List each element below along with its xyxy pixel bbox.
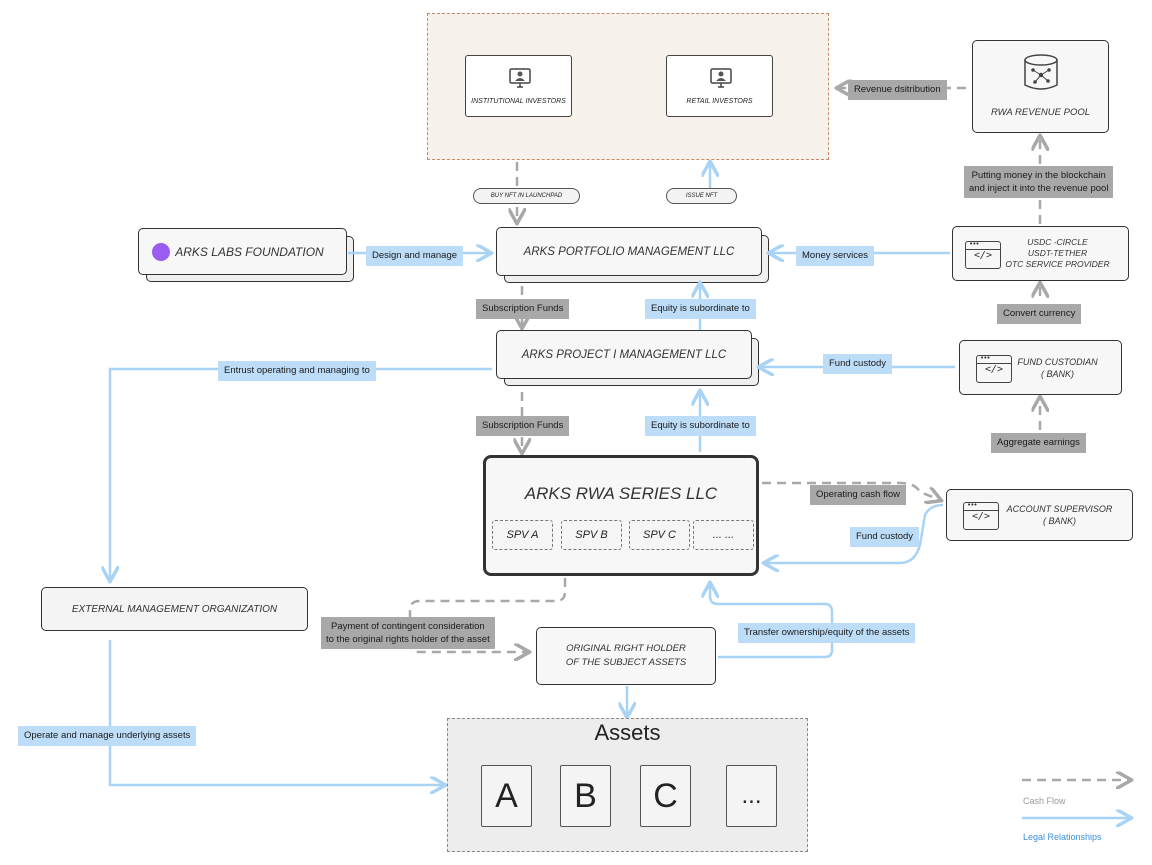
otc-line-1: USDC -CIRCLE — [1027, 237, 1088, 247]
legend-legal: Legal Relationships — [1023, 832, 1102, 842]
project-label: ARKS PROJECT I MANAGEMENT LLC — [521, 348, 727, 361]
buy-nft-tag: BUY NFT IN LAUNCHPAD — [473, 188, 580, 204]
assets-title: Assets — [594, 720, 661, 745]
money-services-label: Money services — [796, 246, 874, 266]
database-network-icon — [1024, 54, 1058, 90]
putting-money-line-2: and inject it into the revenue pool — [969, 183, 1109, 194]
code-window-icon: </> — [976, 354, 1012, 383]
payment-label: Payment of contingent consideration to t… — [321, 617, 495, 649]
monitor-user-icon — [509, 68, 531, 88]
original-line-2: OF THE SUBJECT ASSETS — [565, 657, 687, 668]
putting-money-line-1: Putting money in the blockchain — [971, 170, 1106, 181]
monitor-user-icon — [710, 68, 732, 88]
asset-c: C — [640, 765, 691, 827]
fund-custody-label-1: Fund custody — [823, 354, 893, 374]
fund-custody-label-2: Fund custody — [850, 527, 920, 547]
account-supervisor-node: </> ACCOUNT SUPERVISOR ( BANK) — [946, 489, 1133, 541]
arks-portfolio-management-node: ARKS PORTFOLIO MANAGEMENT LLC — [496, 227, 769, 283]
code-window-icon: </> — [965, 240, 1001, 269]
asset-a: A — [481, 765, 532, 827]
equity-subordinate-label-2: Equity is subordinate to — [645, 416, 756, 436]
spv-more: ... ... — [693, 520, 754, 550]
transfer-label: Transfer ownership/equity of the assets — [738, 623, 916, 643]
subscription-funds-label-1: Subscription Funds — [476, 299, 570, 319]
fund-custodian-node: </> FUND CUSTODIAN ( BANK) — [959, 340, 1122, 395]
spv-c: SPV C — [629, 520, 690, 550]
otc-service-provider-node: </> USDC -CIRCLE USDT-TETHER OTC SERVICE… — [952, 226, 1129, 281]
arks-project-management-node: ARKS PROJECT I MANAGEMENT LLC — [496, 330, 759, 386]
equity-subordinate-label-1: Equity is subordinate to — [645, 299, 756, 319]
supervisor-line-1: ACCOUNT SUPERVISOR — [1006, 504, 1113, 514]
foundation-dot — [152, 243, 170, 261]
series-label: ARKS RWA SERIES LLC — [524, 484, 718, 503]
arks-labs-foundation-node: ARKS LABS FOUNDATION — [138, 228, 354, 282]
aggregate-earnings-label: Aggregate earnings — [991, 433, 1086, 453]
otc-line-2: USDT-TETHER — [1027, 248, 1088, 258]
asset-b: B — [560, 765, 611, 827]
custodian-line-1: FUND CUSTODIAN — [1017, 356, 1098, 367]
rwa-revenue-pool-node: RWA REVENUE POOL — [972, 40, 1109, 133]
operate-manage-label: Operate and manage underlying assets — [18, 726, 197, 746]
payment-line-1: Payment of contingent consideration — [331, 621, 485, 632]
convert-currency-label: Convert currency — [997, 304, 1082, 324]
spv-a: SPV A — [492, 520, 553, 550]
retail-investors-label: RETAIL INVESTORS — [686, 98, 753, 105]
design-manage-label: Design and manage — [366, 246, 464, 266]
subscription-funds-label-2: Subscription Funds — [476, 416, 570, 436]
otc-line-3: OTC SERVICE PROVIDER — [1005, 259, 1110, 269]
spv-b: SPV B — [561, 520, 622, 550]
foundation-label: ARKS LABS FOUNDATION — [175, 244, 324, 259]
supervisor-line-2: ( BANK) — [1042, 516, 1076, 526]
institutional-investors-label: INSTITUTIONAL INVESTORS — [471, 98, 566, 105]
putting-money-label: Putting money in the blockchain and inje… — [964, 166, 1114, 198]
custodian-line-2: ( BANK) — [1040, 368, 1074, 379]
arks-rwa-series-node: ARKS RWA SERIES LLC — [483, 455, 759, 576]
code-window-icon: </> — [963, 501, 999, 530]
retail-investors-node: RETAIL INVESTORS — [666, 55, 773, 117]
legend-cash-flow: Cash Flow — [1023, 796, 1066, 806]
asset-more: ... — [726, 765, 777, 827]
portfolio-label: ARKS PORTFOLIO MANAGEMENT LLC — [523, 245, 735, 258]
original-right-holder-node: ORIGINAL RIGHT HOLDER OF THE SUBJECT ASS… — [536, 627, 716, 685]
revenue-distribution-label: Revenue dsitribution — [848, 80, 947, 100]
buy-nft-label: BUY NFT IN LAUNCHPAD — [490, 193, 563, 199]
payment-line-2: to the original rights holder of the ass… — [326, 634, 490, 645]
issue-nft-label: ISSUE NFT — [685, 193, 718, 199]
institutional-investors-node: INSTITUTIONAL INVESTORS — [465, 55, 572, 117]
external-label: EXTERNAL MANAGEMENT ORGANIZATION — [71, 603, 278, 615]
original-line-1: ORIGINAL RIGHT HOLDER — [566, 643, 686, 654]
issue-nft-tag: ISSUE NFT — [666, 188, 737, 204]
entrust-label: Entrust operating and managing to — [218, 361, 376, 381]
operating-cash-flow-label: Operating cash flow — [810, 485, 906, 505]
external-management-node: EXTERNAL MANAGEMENT ORGANIZATION — [41, 587, 308, 631]
revenue-pool-label: RWA REVENUE POOL — [990, 107, 1091, 118]
